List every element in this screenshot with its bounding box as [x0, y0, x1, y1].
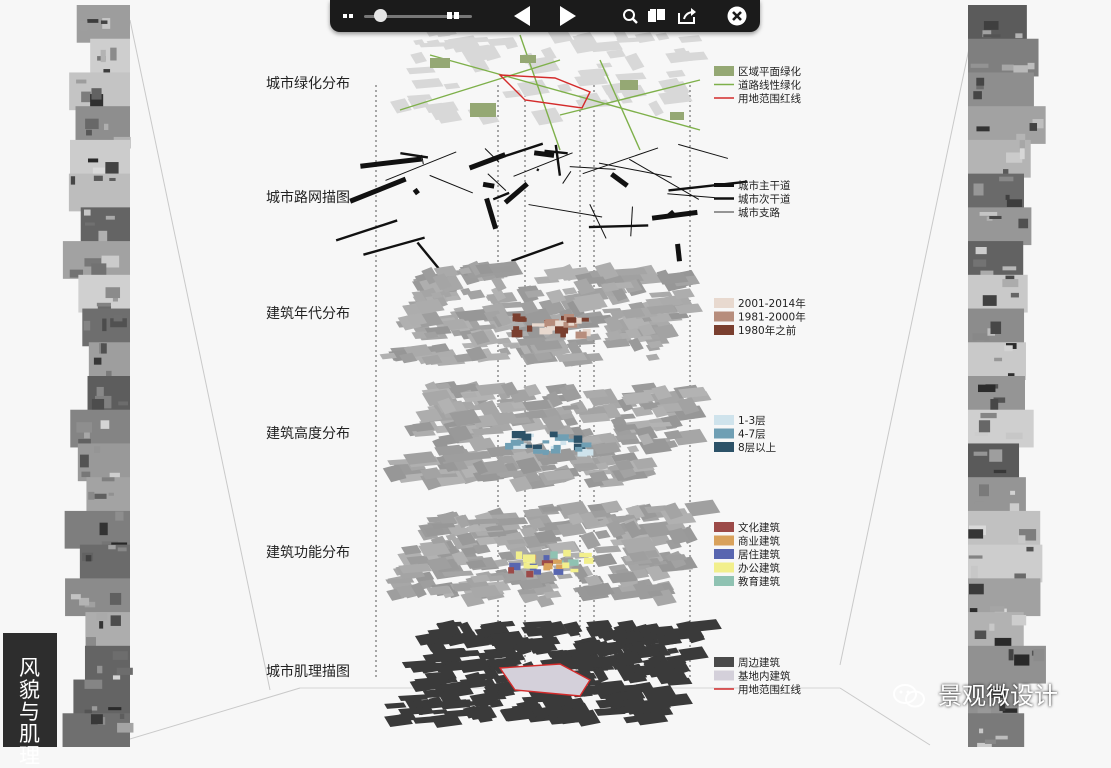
- legend-label: 区域平面绿化: [738, 65, 801, 78]
- zoom-out-icon[interactable]: [342, 4, 356, 28]
- next-page-icon[interactable]: [556, 4, 582, 28]
- legend-label: 居住建筑: [738, 548, 780, 561]
- legend-swatch: [714, 535, 734, 546]
- legend-label: 4-7层: [738, 429, 766, 441]
- legend-label: 商业建筑: [738, 535, 780, 548]
- legend-swatch: [714, 298, 734, 308]
- legend-label: 文化建筑: [738, 521, 780, 534]
- zoom-slider-thumb[interactable]: [373, 9, 387, 22]
- legend-label: 8层以上: [738, 442, 776, 454]
- legend-label: 教育建筑: [738, 575, 780, 588]
- previous-page-icon[interactable]: [510, 4, 536, 28]
- watermark-text: 景观微设计: [938, 682, 1058, 710]
- legend-swatch: [714, 549, 734, 559]
- zoom-in-icon[interactable]: [446, 4, 460, 28]
- layer-title: 建筑年代分布: [266, 306, 350, 322]
- legend-label: 1-3层: [738, 415, 766, 427]
- legend-swatch: [714, 522, 734, 532]
- layer-map: [335, 142, 748, 285]
- legend-label: 道路线性绿化: [738, 79, 801, 92]
- legend-label: 2001-2014年: [738, 297, 806, 310]
- legend-label: 1980年之前: [738, 324, 796, 337]
- viewer-toolbar: [330, 0, 760, 32]
- pages-icon[interactable]: [646, 4, 666, 28]
- legend-swatch: [714, 442, 734, 452]
- legend-label: 用地范围红线: [738, 92, 801, 105]
- legend-label: 办公建筑: [738, 562, 780, 575]
- search-icon[interactable]: [622, 4, 640, 28]
- perspective-frame: [109, 19, 976, 746]
- section-tab: 风貌与肌理: [3, 633, 57, 767]
- legend-swatch: [714, 576, 734, 586]
- layer-title: 城市路网描图: [266, 189, 350, 206]
- close-icon[interactable]: [726, 4, 748, 28]
- legend-swatch: [714, 311, 734, 322]
- layer-title: 城市绿化分布: [266, 75, 350, 92]
- layer-map: [379, 260, 703, 367]
- legend-swatch: [714, 670, 734, 681]
- share-icon[interactable]: [676, 4, 698, 28]
- wechat-icon: [893, 684, 925, 708]
- section-tab-label: 风貌与肌理: [19, 656, 40, 768]
- layer-map: [382, 381, 712, 493]
- layer-title: 城市肌理描图: [266, 663, 350, 680]
- legend-label: 城市次干道: [738, 193, 791, 206]
- layer-map: [384, 619, 722, 728]
- legend-label: 城市支路: [738, 206, 780, 219]
- zoom-slider[interactable]: [364, 4, 472, 28]
- legend-swatch: [714, 657, 734, 667]
- legend-swatch: [714, 325, 734, 335]
- layer-title: 建筑高度分布: [266, 425, 350, 442]
- right-street-photo-strip: [968, 5, 1046, 747]
- legend-label: 城市主干道: [738, 179, 791, 192]
- diagram-page: 城市绿化分布区域平面绿化道路线性绿化用地范围红线城市路网描图城市主干道城市次干道…: [62, 5, 1046, 747]
- legend-label: 周边建筑: [738, 656, 780, 669]
- legend-swatch: [714, 562, 734, 573]
- map-layer-stack: 城市绿化分布区域平面绿化道路线性绿化用地范围红线城市路网描图城市主干道城市次干道…: [266, 19, 806, 728]
- legend-swatch: [714, 428, 734, 439]
- left-street-photo-strip: [62, 5, 134, 747]
- layer-map: [390, 19, 709, 151]
- layer-map: [385, 499, 721, 608]
- legend-label: 1981-2000年: [738, 311, 806, 324]
- layer-title: 建筑功能分布: [266, 545, 350, 561]
- legend-label: 基地内建筑: [738, 670, 791, 683]
- legend-label: 用地范围红线: [738, 683, 801, 696]
- legend-swatch: [714, 66, 734, 76]
- legend-swatch: [714, 415, 734, 425]
